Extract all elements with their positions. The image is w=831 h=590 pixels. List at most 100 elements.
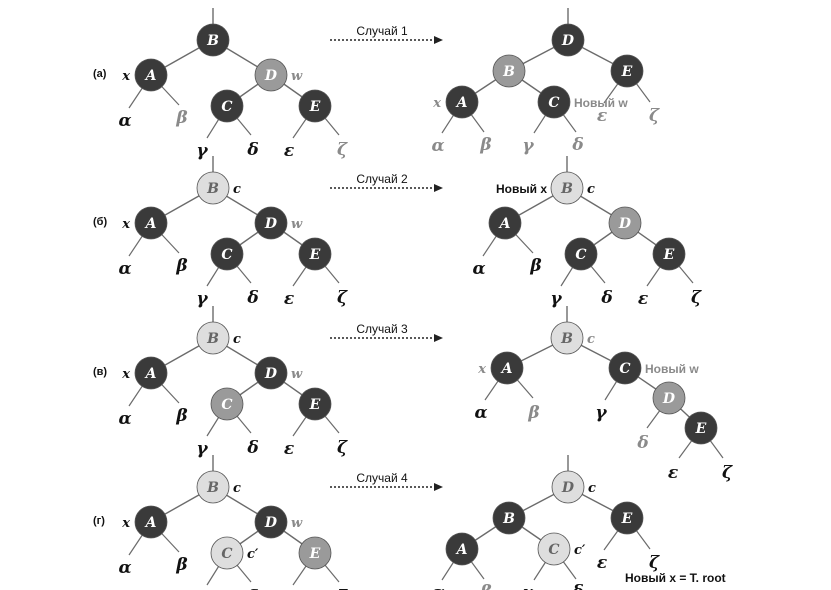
node-E-circle [298,536,332,570]
node-A-tag: x [477,362,486,377]
panel-label: (б) [93,216,107,228]
node-E-circle [652,237,686,271]
node-E-letter: E [663,247,675,263]
node-D-tag: w [291,367,303,382]
node-B-tag: c [587,182,595,197]
node-C-circle [210,387,244,421]
subtree-alpha: α [118,111,131,131]
node-A-tag: x [121,217,130,232]
node-D-circle [254,206,288,240]
node-A-circle [134,58,168,92]
node-B-tag: c [233,182,241,197]
node-A-tag: x [121,516,130,531]
subtree-alpha: α [431,583,444,590]
subtree-epsilon: ε [597,106,607,126]
node-C-tag: c′ [247,547,259,562]
node-D-circle [551,470,585,504]
subtree-delta: δ [571,582,583,590]
node-E-letter: E [309,546,321,562]
node-C-letter: C [221,546,232,562]
arrow-head-icon [434,334,443,342]
node-E-circle [610,501,644,535]
new-x-root-note: Новый x = T. root [625,571,726,585]
subtree-zeta: ζ [722,463,733,483]
subtree-delta: δ [246,587,258,590]
node-A-circle [490,351,524,385]
node-A-circle [445,85,479,119]
arrow-head-icon [434,36,443,44]
node-A-letter: A [144,366,157,382]
node-A-letter: A [500,361,513,377]
node-C-letter: C [221,99,232,115]
node-B-circle [196,171,230,205]
subtree-zeta: ζ [337,140,348,160]
node-D-circle [254,356,288,390]
subtree-beta: β [479,135,491,155]
subtree-gamma: γ [196,141,208,161]
subtree-gamma: γ [522,136,534,156]
node-C-circle [210,237,244,271]
node-A-letter: A [144,216,157,232]
node-C-letter: C [548,95,559,111]
node-B-circle [196,321,230,355]
subtree-alpha: α [118,259,131,279]
node-A-circle [134,505,168,539]
node-B-new-x-label: Новый x [496,182,547,196]
node-D-letter: D [561,33,575,49]
panel-label: (в) [93,366,107,378]
arrow-head-icon [434,483,443,491]
subtree-zeta: ζ [691,288,702,308]
node-D-circle [254,58,288,92]
node-A-circle [445,532,479,566]
subtree-alpha: α [118,558,131,578]
node-D-letter: D [264,515,278,531]
subtree-zeta: ζ [649,106,660,126]
node-E-letter: E [621,511,633,527]
node-C-circle [608,351,642,385]
node-B-tag: c [233,481,241,496]
node-D-tag: w [291,69,303,84]
node-D-circle [254,505,288,539]
node-C-letter: C [575,247,586,263]
subtree-delta: δ [636,433,648,453]
subtree-beta: β [175,555,187,575]
subtree-beta: β [175,256,187,276]
node-B-letter: B [206,181,219,197]
panel-label: (г) [93,515,105,527]
subtree-gamma: γ [595,403,607,423]
node-C-circle [210,536,244,570]
subtree-zeta: ζ [337,587,348,590]
node-A-letter: A [455,542,468,558]
node-D-letter: D [618,216,632,232]
subtree-gamma: γ [522,583,534,590]
subtree-epsilon: ε [638,289,648,309]
node-B-letter: B [560,181,573,197]
node-B-circle [550,171,584,205]
node-C-letter: C [619,361,630,377]
node-B-circle [550,321,584,355]
subtree-gamma: γ [196,588,208,590]
subtree-alpha: α [474,403,487,423]
subtree-delta: δ [246,438,258,458]
node-E-circle [298,387,332,421]
subtree-epsilon: ε [597,553,607,573]
subtree-epsilon: ε [284,141,294,161]
node-C-circle [537,532,571,566]
subtree-zeta: ζ [649,553,660,573]
node-A-tag: x [121,69,130,84]
node-B-tag: c [233,332,241,347]
node-D-letter: D [662,391,676,407]
node-A-letter: A [498,216,511,232]
subtree-alpha: α [472,259,485,279]
panel-label: (а) [93,68,107,80]
node-E-circle [298,237,332,271]
subtree-zeta: ζ [337,438,348,458]
node-A-circle [134,206,168,240]
node-A-letter: A [144,68,157,84]
node-C-circle [210,89,244,123]
subtree-beta: β [529,256,541,276]
